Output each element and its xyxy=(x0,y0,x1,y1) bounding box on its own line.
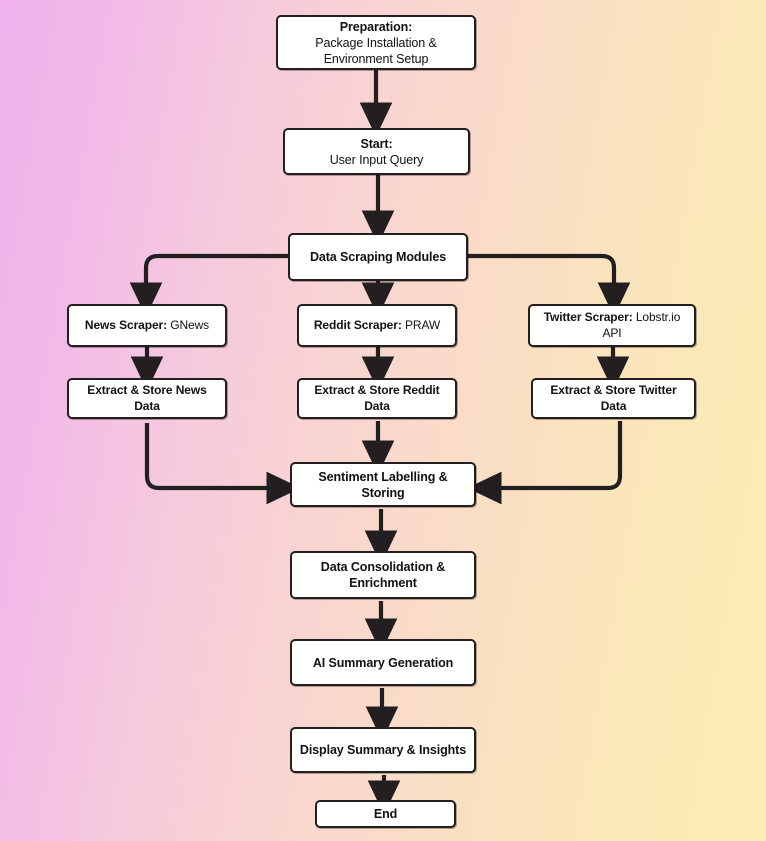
twitter-scraper-value: Lobstr.io API xyxy=(602,310,681,340)
display-summary-label: Display Summary & Insights xyxy=(299,743,467,757)
node-ai-summary-generation[interactable]: AI Summary Generation xyxy=(290,639,476,686)
twitter-scraper-title: Twitter Scraper xyxy=(543,310,629,325)
node-start[interactable]: Start: User Input Query xyxy=(283,128,470,175)
edge-scraping-to-news xyxy=(129,253,288,317)
edge-extract-twitter-to-sentiment xyxy=(467,421,623,505)
node-news-scraper[interactable]: News Scraper: GNews xyxy=(67,304,227,347)
node-twitter-scraper[interactable]: Twitter Scraper: Lobstr.io API xyxy=(528,304,696,347)
extract-news-label: Extract & Store News Data xyxy=(87,383,207,413)
news-scraper-value: GNews xyxy=(167,317,210,332)
edge-scraping-to-twitter xyxy=(468,253,631,317)
reddit-scraper-title: Reddit Scraper xyxy=(313,317,398,332)
extract-reddit-label: Extract & Store Reddit Data xyxy=(314,383,440,413)
consolidation-line-2: Enrichment xyxy=(349,576,417,590)
node-sentiment-labelling[interactable]: Sentiment Labelling & Storing xyxy=(290,462,476,507)
start-line-2: User Input Query xyxy=(329,152,424,167)
node-data-scraping-modules[interactable]: Data Scraping Modules xyxy=(288,233,468,281)
preparation-line-1: Preparation: xyxy=(339,19,413,34)
node-extract-twitter[interactable]: Extract & Store Twitter Data xyxy=(531,378,696,419)
news-scraper-colon: : xyxy=(163,317,167,332)
preparation-line-2: Package Installation & xyxy=(315,35,437,50)
node-preparation[interactable]: Preparation: Package Installation & Envi… xyxy=(276,15,476,70)
node-end[interactable]: End xyxy=(315,800,456,828)
end-label: End xyxy=(373,807,398,821)
start-line-1: Start: xyxy=(360,136,393,151)
twitter-scraper-colon: : xyxy=(628,310,633,325)
reddit-scraper-colon: : xyxy=(397,317,402,332)
consolidation-line-1: Data Consolidation & xyxy=(320,560,446,574)
extract-twitter-label: Extract & Store Twitter Data xyxy=(550,383,677,413)
node-reddit-scraper[interactable]: Reddit Scraper: PRAW xyxy=(297,304,457,347)
preparation-line-3: Environment Setup xyxy=(323,51,429,66)
ai-summary-label: AI Summary Generation xyxy=(312,655,454,670)
sentiment-label: Sentiment Labelling & Storing xyxy=(318,469,448,500)
edge-extract-news-to-sentiment xyxy=(144,423,301,505)
node-display-summary[interactable]: Display Summary & Insights xyxy=(290,727,476,773)
scraping-modules-label: Data Scraping Modules xyxy=(309,250,447,264)
reddit-scraper-value: PRAW xyxy=(401,317,441,332)
node-extract-reddit[interactable]: Extract & Store Reddit Data xyxy=(297,378,457,419)
node-data-consolidation[interactable]: Data Consolidation & Enrichment xyxy=(290,551,476,599)
news-scraper-title: News Scraper xyxy=(84,317,164,332)
node-extract-news[interactable]: Extract & Store News Data xyxy=(67,378,227,419)
